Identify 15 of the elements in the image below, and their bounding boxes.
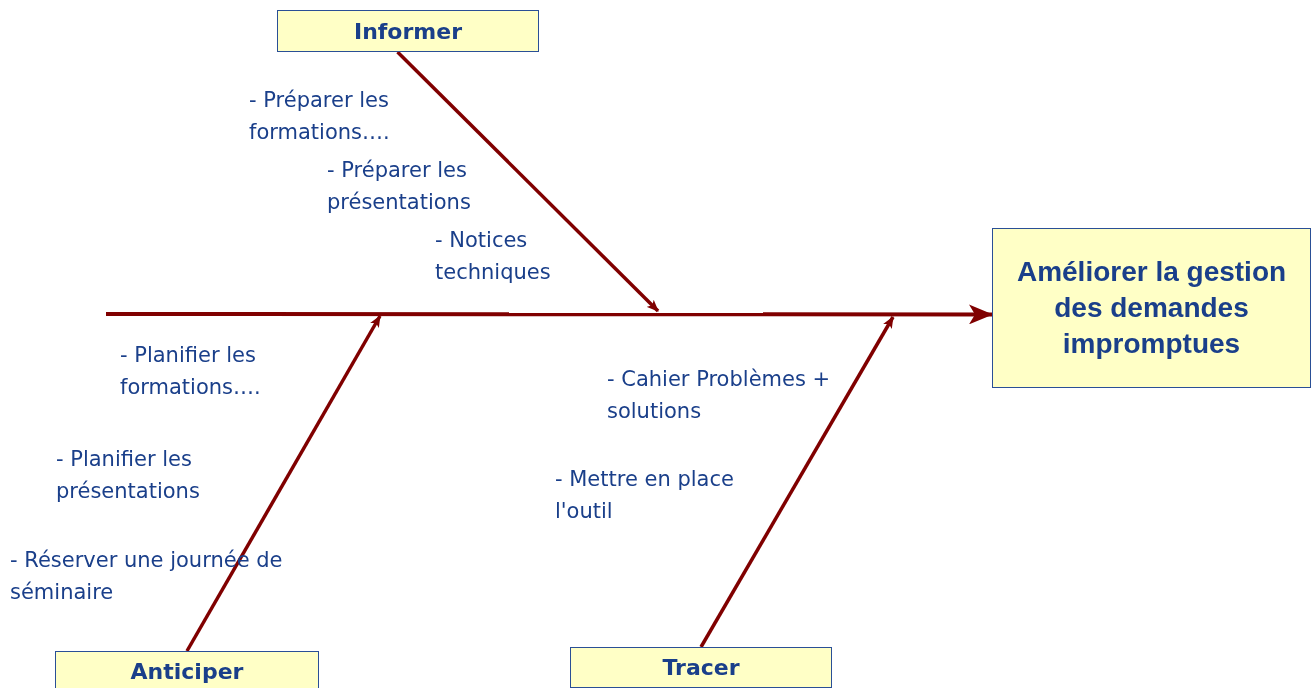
bone-arrow (699, 316, 895, 648)
effect-box: Améliorer la gestion des demandes impromptues (992, 228, 1311, 388)
spine-arrow (106, 304, 993, 325)
category-box: Anticiper (55, 651, 319, 688)
cause-text: - Cahier Problèmes + solutions (607, 366, 832, 425)
cause-text: - Planifier les présentations (56, 446, 201, 505)
cause-text: - Préparer les formations…. (249, 87, 391, 146)
bone-arrow (396, 50, 660, 313)
category-box: Tracer (570, 647, 832, 688)
bone-arrow (185, 315, 382, 652)
cause-text: - Notices techniques (435, 227, 552, 286)
category-box: Informer (277, 10, 539, 52)
cause-text: - Préparer les présentations (327, 157, 472, 216)
cause-text: - Mettre en place l'outil (555, 466, 735, 525)
cause-text: - Planifier les formations…. (120, 342, 262, 401)
